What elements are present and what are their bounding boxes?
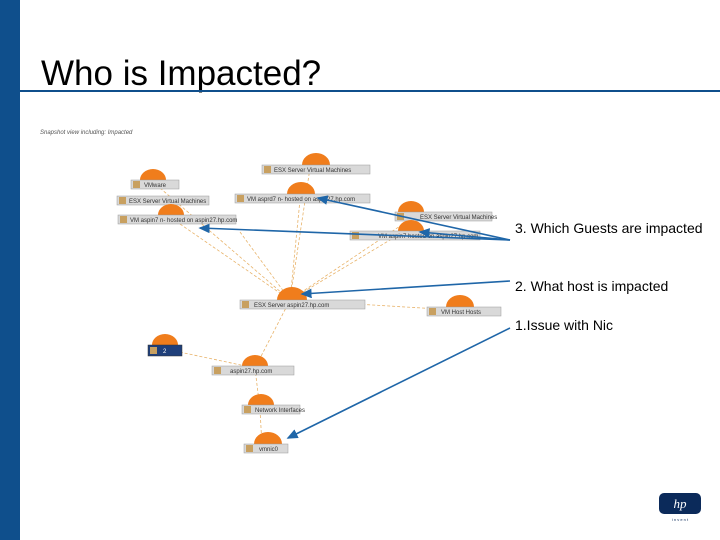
node-label: vmnic0 (259, 447, 279, 453)
node-vm-host[interactable]: VM Host Hosts (426, 295, 502, 317)
hp-logo: hp i n v e n t (659, 493, 701, 522)
node-network-interfaces[interactable]: Network Interfaces (241, 394, 305, 415)
node-esx-server-host[interactable]: ESX Server aspin27.hp.com (239, 287, 366, 310)
snapshot-caption: Snapshot view including: Impacted (40, 130, 133, 136)
node-label: Network Interfaces (255, 408, 305, 414)
annotation-host: 2. What host is impacted (515, 278, 669, 294)
title-underline (20, 90, 720, 92)
node-host[interactable]: aspin27.hp.com (211, 355, 295, 376)
node-label: ESX Server Virtual Machines (420, 215, 497, 221)
node-label: ESX Server Virtual Machines (129, 199, 206, 205)
node-selected[interactable]: 2 (147, 334, 183, 357)
node-vmware[interactable]: VMware (130, 169, 180, 190)
callout-arrows (198, 195, 511, 439)
node-label: VM aspin7 n- hosted on aspin27.hp.com (130, 218, 237, 224)
node-label: aspin27.hp.com (230, 369, 272, 375)
annotation-nic: 1.Issue with Nic (515, 317, 614, 333)
node-label: VM Host Hosts (441, 310, 481, 316)
node-vm-hosted-center[interactable]: VM asprd7 n- hosted on aspin27.hp.com (234, 182, 371, 204)
node-esx-virtual-machines-left[interactable]: ESX Server Virtual Machines (116, 195, 210, 206)
arrow-guests-right (418, 228, 511, 241)
node-vm-hosted-left[interactable]: VM aspin7 n- hosted on aspin27.hp.com (117, 204, 237, 225)
node-label: ESX Server Virtual Machines (274, 168, 351, 174)
node-nic[interactable]: vmnic0 (243, 432, 289, 454)
left-accent-bar (0, 0, 20, 540)
node-label: VMware (144, 183, 167, 189)
arrow-guests-center (316, 195, 511, 241)
arrow-nic (286, 327, 511, 439)
node-label: VM asprd7 n- hosted on aspin27.hp.com (247, 197, 355, 203)
arrow-guests-left (198, 223, 511, 241)
node-esx-virtual-machines-top[interactable]: ESX Server Virtual Machines (261, 153, 371, 175)
slide-title: Who is Impacted? (41, 54, 322, 93)
arrow-host (300, 280, 511, 299)
logo-tagline: i n v e n t (672, 517, 689, 522)
logo-text: hp (674, 496, 688, 511)
annotation-guests: 3. Which Guests are impacted (515, 220, 703, 236)
node-label: 2 (163, 349, 167, 355)
node-label: ESX Server aspin27.hp.com (254, 303, 329, 309)
